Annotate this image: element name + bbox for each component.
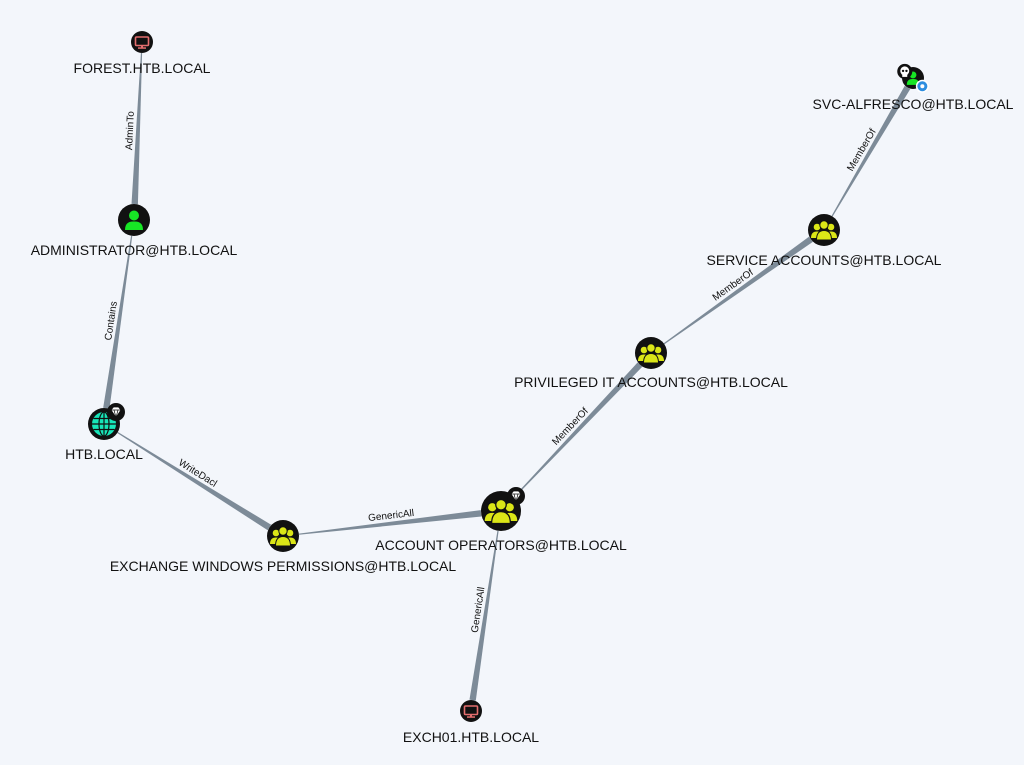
nodes-layer: FOREST.HTB.LOCAL ADMINISTRATOR@HTB.LOCAL H… (31, 31, 1014, 745)
node-ao[interactable]: ACCOUNT OPERATORS@HTB.LOCAL (375, 487, 627, 553)
monitor-icon (134, 36, 150, 49)
users-icon (638, 343, 664, 364)
user-icon (125, 210, 143, 230)
node-label: ACCOUNT OPERATORS@HTB.LOCAL (375, 537, 627, 553)
node-htb[interactable]: HTB.LOCAL (65, 403, 143, 462)
node-label: PRIVILEGED IT ACCOUNTS@HTB.LOCAL (514, 374, 788, 390)
node-ewp[interactable]: EXCHANGE WINDOWS PERMISSIONS@HTB.LOCAL (110, 520, 457, 574)
node-label: ADMINISTRATOR@HTB.LOCAL (31, 242, 238, 258)
node-forest[interactable]: FOREST.HTB.LOCAL (74, 31, 211, 76)
node-admin[interactable]: ADMINISTRATOR@HTB.LOCAL (31, 204, 238, 258)
users-icon (484, 498, 518, 525)
monitor-icon (463, 705, 479, 718)
node-label: SERVICE ACCOUNTS@HTB.LOCAL (707, 252, 942, 268)
node-circle[interactable] (131, 31, 153, 53)
node-exch[interactable]: EXCH01.HTB.LOCAL (403, 700, 539, 745)
users-icon (270, 526, 296, 547)
edge-line[interactable] (298, 510, 482, 535)
edge-label: AdminTo (124, 111, 137, 151)
edge-ewp-ao[interactable]: GenericAll (298, 508, 482, 535)
edge-admin-htb[interactable]: Contains (103, 235, 133, 409)
node-label: FOREST.HTB.LOCAL (74, 60, 211, 76)
node-label: SVC-ALFRESCO@HTB.LOCAL (813, 96, 1014, 112)
node-sa[interactable]: SERVICE ACCOUNTS@HTB.LOCAL (707, 214, 942, 268)
node-label: HTB.LOCAL (65, 446, 143, 462)
edge-label: GenericAll (368, 508, 415, 524)
gem-icon (107, 403, 125, 421)
edge-line[interactable] (117, 431, 272, 531)
gem-icon (507, 487, 525, 505)
node-circle[interactable] (460, 700, 482, 722)
edge-line[interactable] (103, 235, 133, 409)
node-label: EXCH01.HTB.LOCAL (403, 729, 539, 745)
edge-line[interactable] (469, 530, 499, 701)
edge-ao-exch[interactable]: GenericAll (469, 530, 499, 701)
edge-line[interactable] (514, 362, 643, 497)
node-label: EXCHANGE WINDOWS PERMISSIONS@HTB.LOCAL (110, 558, 457, 574)
edge-line[interactable] (663, 236, 813, 345)
node-pita[interactable]: PRIVILEGED IT ACCOUNTS@HTB.LOCAL (514, 337, 788, 390)
edge-line[interactable] (831, 85, 911, 217)
cert-icon (915, 79, 929, 93)
node-svc[interactable]: SVC-ALFRESCO@HTB.LOCAL (813, 63, 1014, 112)
edge-forest-admin[interactable]: AdminTo (124, 52, 143, 205)
edges-layer: AdminToContainsWriteDaclGenericAllGeneri… (103, 52, 911, 701)
skull-icon (897, 63, 913, 79)
edge-line[interactable] (131, 52, 143, 205)
users-icon (811, 220, 837, 241)
edge-label: MemberOf (550, 406, 591, 448)
